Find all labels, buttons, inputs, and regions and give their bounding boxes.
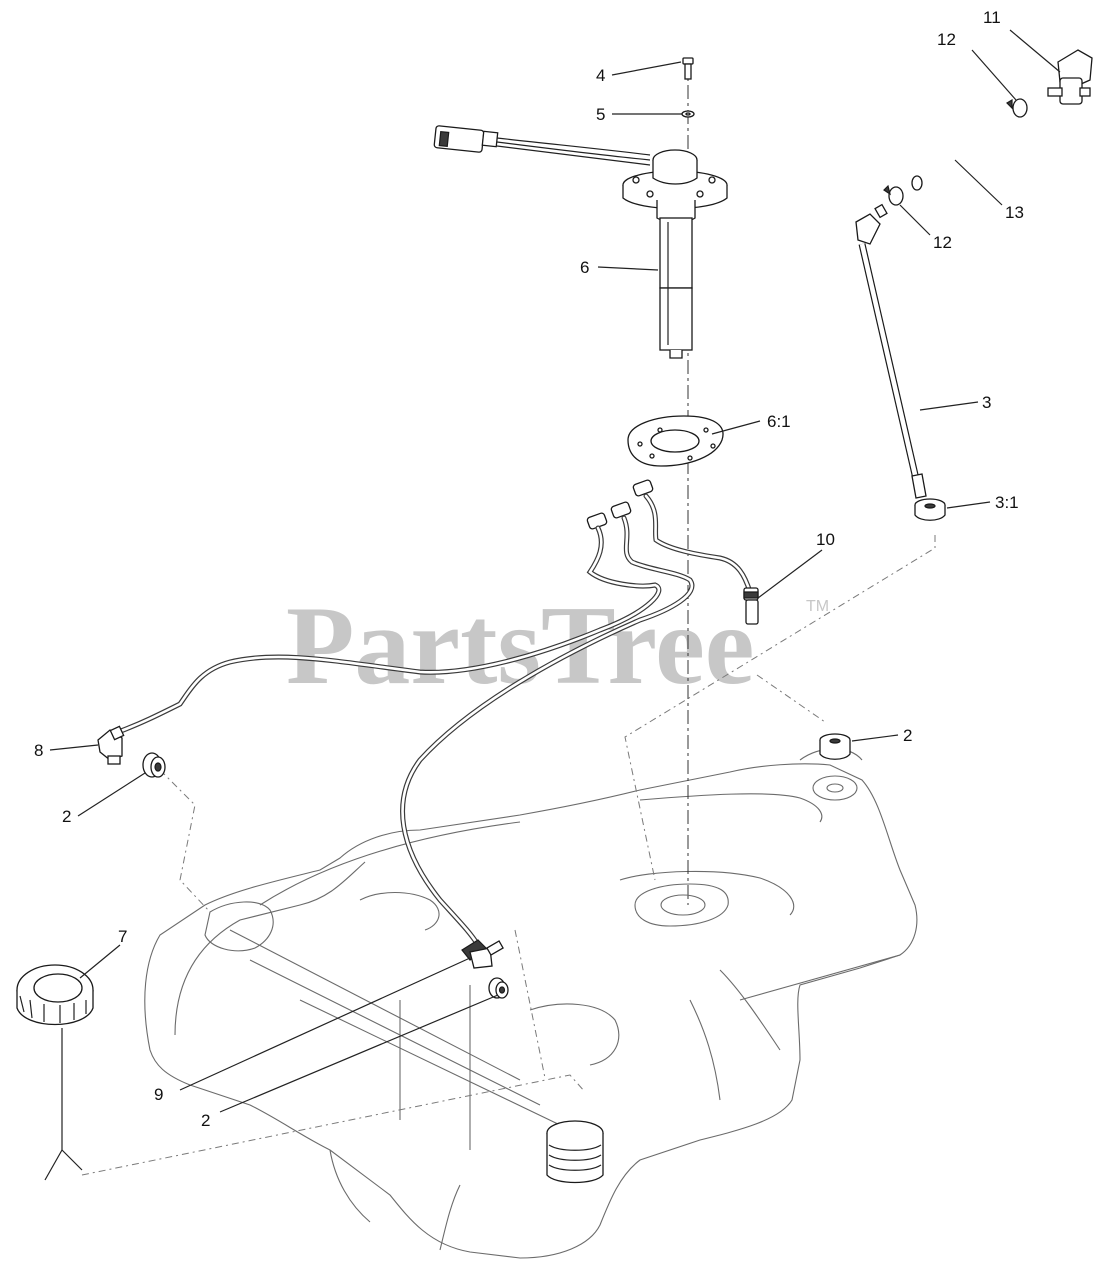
fuel-pickup-tube-part[interactable] <box>855 203 927 499</box>
fuel-shutoff-valve-part[interactable] <box>1047 49 1093 105</box>
vent-fitting-part[interactable] <box>461 939 504 969</box>
fuel-hose-part[interactable] <box>908 119 1010 191</box>
callout-4: 4 <box>596 66 605 85</box>
tank-vent-boss <box>812 775 858 801</box>
callout-6: 6 <box>580 258 589 277</box>
callout-2-left: 2 <box>62 807 71 826</box>
callout-13: 13 <box>1005 203 1024 222</box>
callout-12-lower: 12 <box>933 233 952 252</box>
grommet-part[interactable] <box>142 752 166 778</box>
callout-5: 5 <box>596 105 605 124</box>
alignment-lines <box>81 60 936 1176</box>
tank-filler-neck <box>546 1120 604 1184</box>
callout-labels: 4 5 6 6:1 11 12 13 12 3 3:1 10 2 8 2 7 9… <box>34 8 1024 1130</box>
tank-sender-opening <box>634 883 729 927</box>
watermark-tm: TM <box>806 598 829 615</box>
grommet-part[interactable] <box>488 977 509 999</box>
leader-lines <box>49 29 1061 1113</box>
vent-elbow-part[interactable] <box>743 587 759 625</box>
callout-11: 11 <box>983 8 1001 27</box>
callout-6-1: 6:1 <box>767 412 791 431</box>
vent-tube-fitting-part[interactable] <box>115 479 753 948</box>
grommet-part[interactable] <box>819 733 851 760</box>
screw-part[interactable] <box>682 57 694 80</box>
hose-clamp-part[interactable] <box>1006 98 1028 118</box>
callout-3: 3 <box>982 393 991 412</box>
watermark-text: PartsTree <box>286 584 755 708</box>
callout-8: 8 <box>34 741 43 760</box>
callout-9: 9 <box>154 1085 163 1104</box>
callout-2-bottom: 2 <box>201 1111 210 1130</box>
vent-fitting-part[interactable] <box>97 725 125 765</box>
callout-7: 7 <box>118 927 127 946</box>
sender-gasket-part[interactable] <box>627 415 724 467</box>
pickup-grommet-part[interactable] <box>914 498 946 521</box>
washer-part[interactable] <box>681 110 695 118</box>
callout-2-right: 2 <box>903 726 912 745</box>
callout-10: 10 <box>816 530 835 549</box>
callout-3-1: 3:1 <box>995 493 1019 512</box>
fuel-tank-part[interactable] <box>144 748 918 1259</box>
callout-12-top: 12 <box>937 30 956 49</box>
fuel-sender-part[interactable] <box>433 125 728 359</box>
hose-clamp-part[interactable] <box>883 184 904 206</box>
fuel-cap-part[interactable] <box>16 964 94 1181</box>
